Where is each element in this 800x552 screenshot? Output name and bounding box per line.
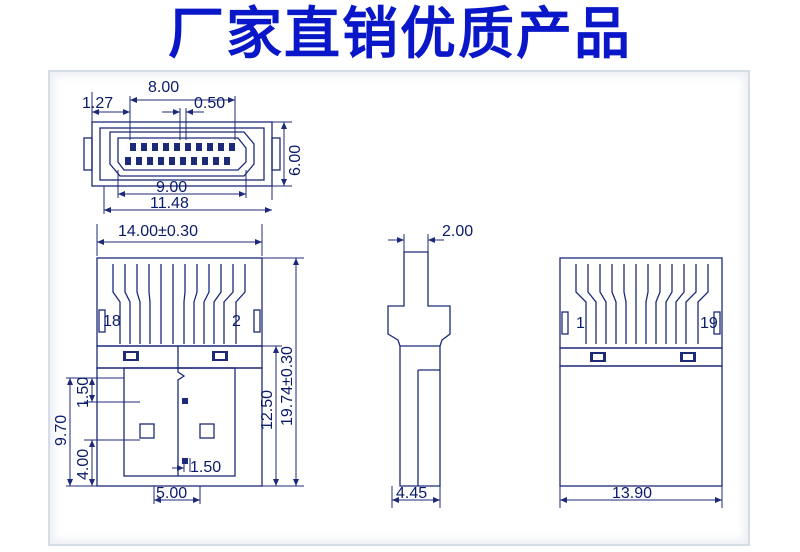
top-pin-row: [130, 143, 235, 151]
dim-top-pin-pitch: 0.50: [194, 95, 225, 112]
dim-top-pitch-overall: 8.00: [148, 79, 179, 96]
dim-back-width: 13.90: [612, 485, 652, 502]
top-view: 8.00 1.27 0.50 6.00 9.00 11.48: [82, 79, 304, 214]
dim-front-slot-upper: 1.50: [75, 377, 92, 408]
front-view: 14.00±0.30 18: [53, 223, 304, 504]
bottom-pin-row: [125, 157, 230, 165]
pin-label-back-right: 19: [700, 315, 718, 332]
dim-side-bottom-width: 4.45: [396, 485, 427, 502]
top-view-inner: [99, 127, 265, 181]
dim-front-slot-gap: 1.50: [190, 459, 221, 476]
pin-label-front-right: 2: [232, 313, 241, 330]
back-lower-body: [559, 365, 723, 487]
side-view: 2.00 4.45: [387, 223, 473, 508]
dim-front-slot-lower: 4.00: [75, 449, 92, 480]
front-pins: [112, 264, 246, 344]
dim-front-bottom-width: 5.00: [156, 485, 187, 502]
dim-side-top-width: 2.00: [442, 223, 473, 240]
page-title: 厂家直销优质产品: [168, 2, 632, 67]
socket-inner: [117, 137, 247, 171]
side-profile: [387, 251, 451, 487]
pin-label-front-left: 18: [103, 313, 121, 330]
pin-label-back-left: 1: [576, 315, 585, 332]
dim-front-total-height: 19.74±0.30: [279, 346, 296, 426]
dim-top-left-offset: 1.27: [82, 95, 113, 112]
back-pins: [575, 264, 709, 344]
back-view: 1 19 13.90: [559, 257, 723, 508]
dim-front-width: 14.00±0.30: [118, 223, 198, 240]
dim-top-height: 6.00: [287, 145, 304, 176]
dim-front-slot-height: 9.70: [53, 415, 70, 446]
socket-outline: [109, 131, 255, 177]
front-upper-body: [96, 257, 263, 347]
drawing-frame: [48, 70, 750, 546]
dim-front-body-height: 12.50: [259, 390, 276, 430]
dim-top-outer-width: 11.48: [150, 195, 189, 212]
dim-top-inner-width: 9.00: [156, 179, 187, 196]
